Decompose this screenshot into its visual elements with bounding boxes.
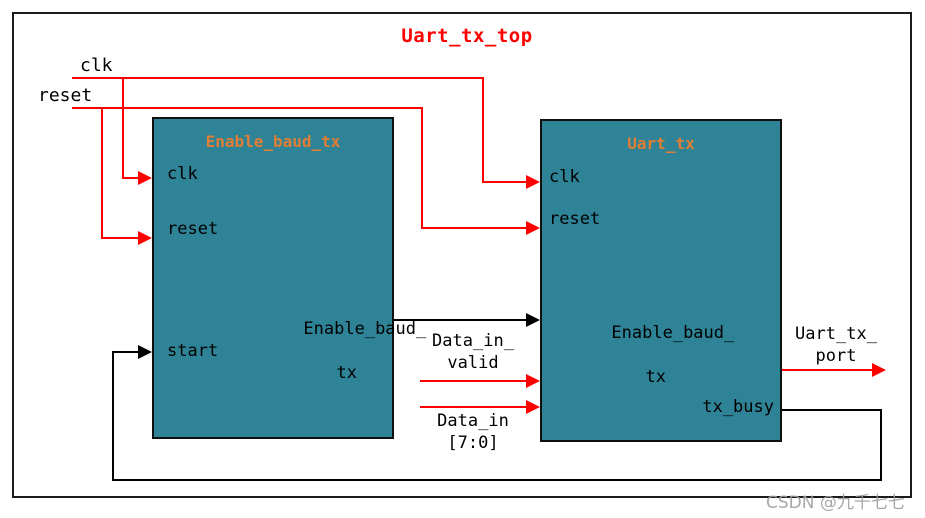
uart-tx-port-line2: port xyxy=(815,346,857,366)
reset-arrowhead-enable-icon xyxy=(138,231,152,245)
reset-wire-into-enable xyxy=(101,237,138,239)
reset-wire-branch-right xyxy=(421,107,423,229)
uart-port-tx-busy: tx_busy xyxy=(702,397,774,417)
top-input-reset-label: reset xyxy=(38,85,93,106)
uart-tx-port-wire xyxy=(782,369,872,371)
enable-baud-tx-block-title: Enable_baud_tx xyxy=(205,132,341,151)
clk-wire-into-enable xyxy=(122,177,140,179)
uart-port-enable: Enable_baud_ tx xyxy=(550,300,734,410)
clk-wire-branch-right xyxy=(482,77,484,183)
clk-arrowhead-uart-icon xyxy=(526,175,540,189)
reset-wire-main xyxy=(72,107,423,109)
data-in-valid-wire xyxy=(420,380,526,382)
tx-busy-wire-out xyxy=(782,409,882,411)
data-in-wire xyxy=(420,406,526,408)
enable-port-out: Enable_baud_ tx xyxy=(242,296,426,406)
top-module-boundary xyxy=(12,12,912,498)
clk-wire-branch-left xyxy=(122,77,124,179)
csdn-watermark: CSDN @九千七七 xyxy=(766,493,905,513)
data-in-valid-arrowhead-icon xyxy=(526,374,540,388)
enable-baud-tx-wire xyxy=(394,319,526,321)
uart-tx-port-line1: Uart_tx_ xyxy=(795,324,877,344)
enable-port-out-line2: tx xyxy=(336,363,357,383)
data-in-valid-label: Data_in_ valid xyxy=(418,330,528,374)
page-title: Uart_tx_top xyxy=(401,25,533,47)
enable-port-reset: reset xyxy=(167,219,219,239)
enable-port-out-line1: Enable_baud_ xyxy=(303,319,427,339)
tx-busy-wire-up xyxy=(112,351,114,481)
reset-arrowhead-uart-icon xyxy=(526,221,540,235)
tx-busy-wire-bottom xyxy=(112,479,882,481)
top-input-clk-label: clk xyxy=(80,55,113,76)
uart-tx-port-arrowhead-icon xyxy=(872,363,886,377)
data-in-arrowhead-icon xyxy=(526,400,540,414)
data-in-line2: [7:0] xyxy=(447,433,499,453)
clk-wire-main xyxy=(72,77,484,79)
start-arrowhead-icon xyxy=(138,345,152,359)
tx-busy-wire-down xyxy=(880,409,882,481)
enable-port-start: start xyxy=(167,341,219,361)
start-wire-into-enable xyxy=(112,351,138,353)
uart-port-enable-line1: Enable_baud_ xyxy=(611,323,735,343)
clk-wire-into-uart xyxy=(482,181,526,183)
enable-baud-tx-arrowhead-icon xyxy=(526,313,540,327)
clk-arrowhead-enable-icon xyxy=(138,171,152,185)
uart-tx-port-label: Uart_tx_ port xyxy=(785,323,887,367)
enable-baud-tx-block: Enable_baud_tx clk reset Enable_baud_ tx… xyxy=(152,117,426,439)
uart-port-reset: reset xyxy=(549,209,601,229)
data-in-valid-line1: Data_in_ xyxy=(432,331,514,351)
reset-wire-into-uart xyxy=(421,227,526,229)
data-in-label: Data_in [7:0] xyxy=(418,410,528,454)
uart-tx-block: Uart_tx clk reset Enable_baud_ tx tx_bus… xyxy=(540,119,782,442)
enable-port-clk: clk xyxy=(167,164,198,184)
reset-wire-branch-left xyxy=(101,107,103,239)
data-in-line1: Data_in xyxy=(437,411,509,431)
uart-port-clk: clk xyxy=(549,167,580,187)
uart-tx-block-title: Uart_tx xyxy=(627,134,695,153)
data-in-valid-line2: valid xyxy=(447,353,499,373)
uart-port-enable-line2: tx xyxy=(645,367,666,387)
